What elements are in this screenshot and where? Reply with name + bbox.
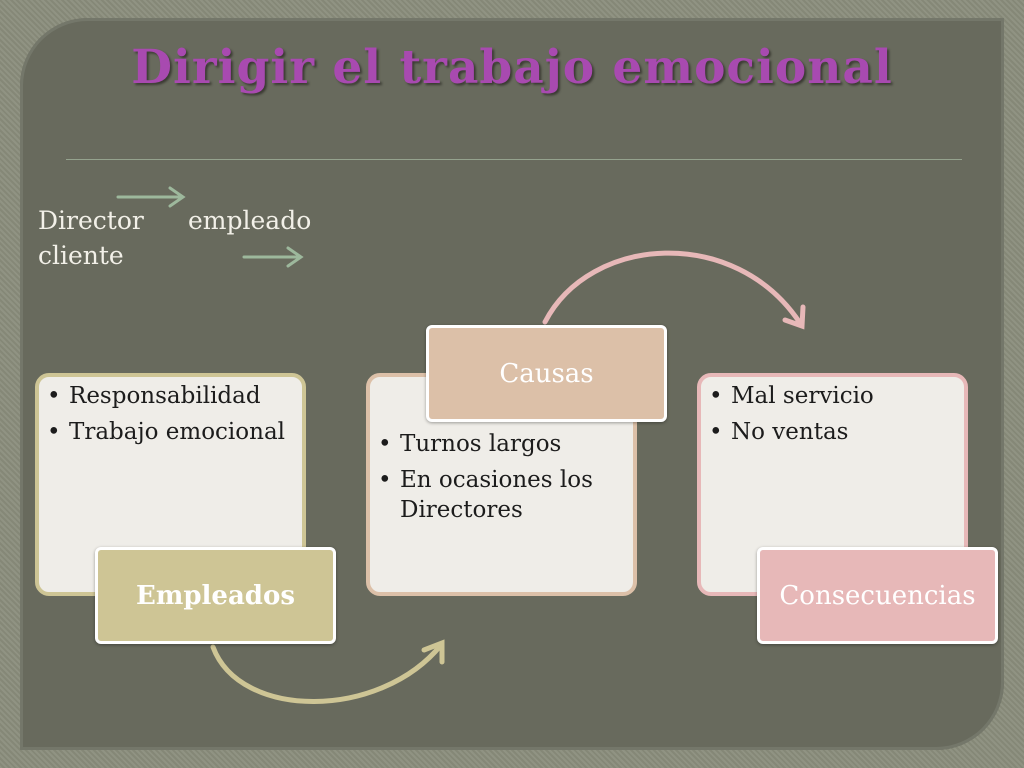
bullet-item: En ocasiones los Directores [378, 465, 633, 525]
chain-arrow-icon-2 [242, 246, 304, 268]
curved-arrow-icon-top [542, 250, 806, 330]
bullet-item: Turnos largos [378, 429, 633, 459]
slide-title: Dirigir el trabajo emocional [131, 40, 893, 95]
label-consecuencias: Consecuencias [757, 547, 998, 644]
curved-arrow-icon-bottom [210, 639, 445, 704]
label-causas: Causas [426, 325, 667, 422]
bullet-item: Responsabilidad [47, 381, 302, 411]
bullet-item: Mal servicio [709, 381, 964, 411]
title-divider [66, 159, 962, 160]
chain-empleado: empleado [188, 206, 312, 235]
chain-director: Director [38, 206, 144, 235]
bullet-item: No ventas [709, 417, 964, 447]
bullet-item: Trabajo emocional [47, 417, 302, 447]
chain-cliente: cliente [38, 241, 124, 270]
chain-arrow-icon-1 [116, 186, 186, 208]
label-empleados: Empleados [95, 547, 336, 644]
